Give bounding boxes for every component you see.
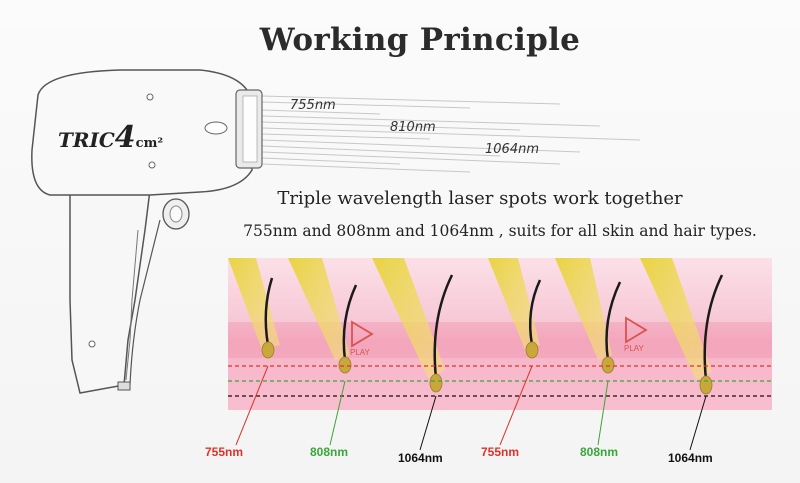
subtitle-line-2: 755nm and 808nm and 1064nm , suits for a…: [243, 222, 757, 240]
wavelength-label-808: 808nm: [310, 445, 349, 459]
wavelength-label-755: 755nm: [205, 445, 244, 459]
leader-lines: [235, 365, 707, 451]
play-icon[interactable]: [351, 320, 374, 348]
subtitle-line-1: Triple wavelength laser spots work toget…: [277, 188, 683, 209]
hair-follicles: [261, 341, 713, 395]
wavelength-label-755: 755nm: [481, 445, 520, 459]
play-label: PLAY: [350, 348, 370, 357]
beam-label-810: 810nm: [390, 120, 436, 135]
hair-strands: [264, 274, 724, 381]
wavelength-label-1064: 1064nm: [668, 451, 713, 465]
page-title: Working Principle: [259, 22, 581, 58]
brand-logo: TRIC4cm²: [58, 120, 164, 155]
beam-label-755: 755nm: [290, 98, 336, 113]
play-icon[interactable]: [625, 316, 648, 344]
wavelength-label-1064: 1064nm: [398, 451, 443, 465]
beam-label-1064: 1064nm: [485, 142, 539, 157]
beam-lines: [261, 95, 641, 173]
play-label: PLAY: [624, 344, 644, 353]
wavelength-label-808: 808nm: [580, 445, 619, 459]
